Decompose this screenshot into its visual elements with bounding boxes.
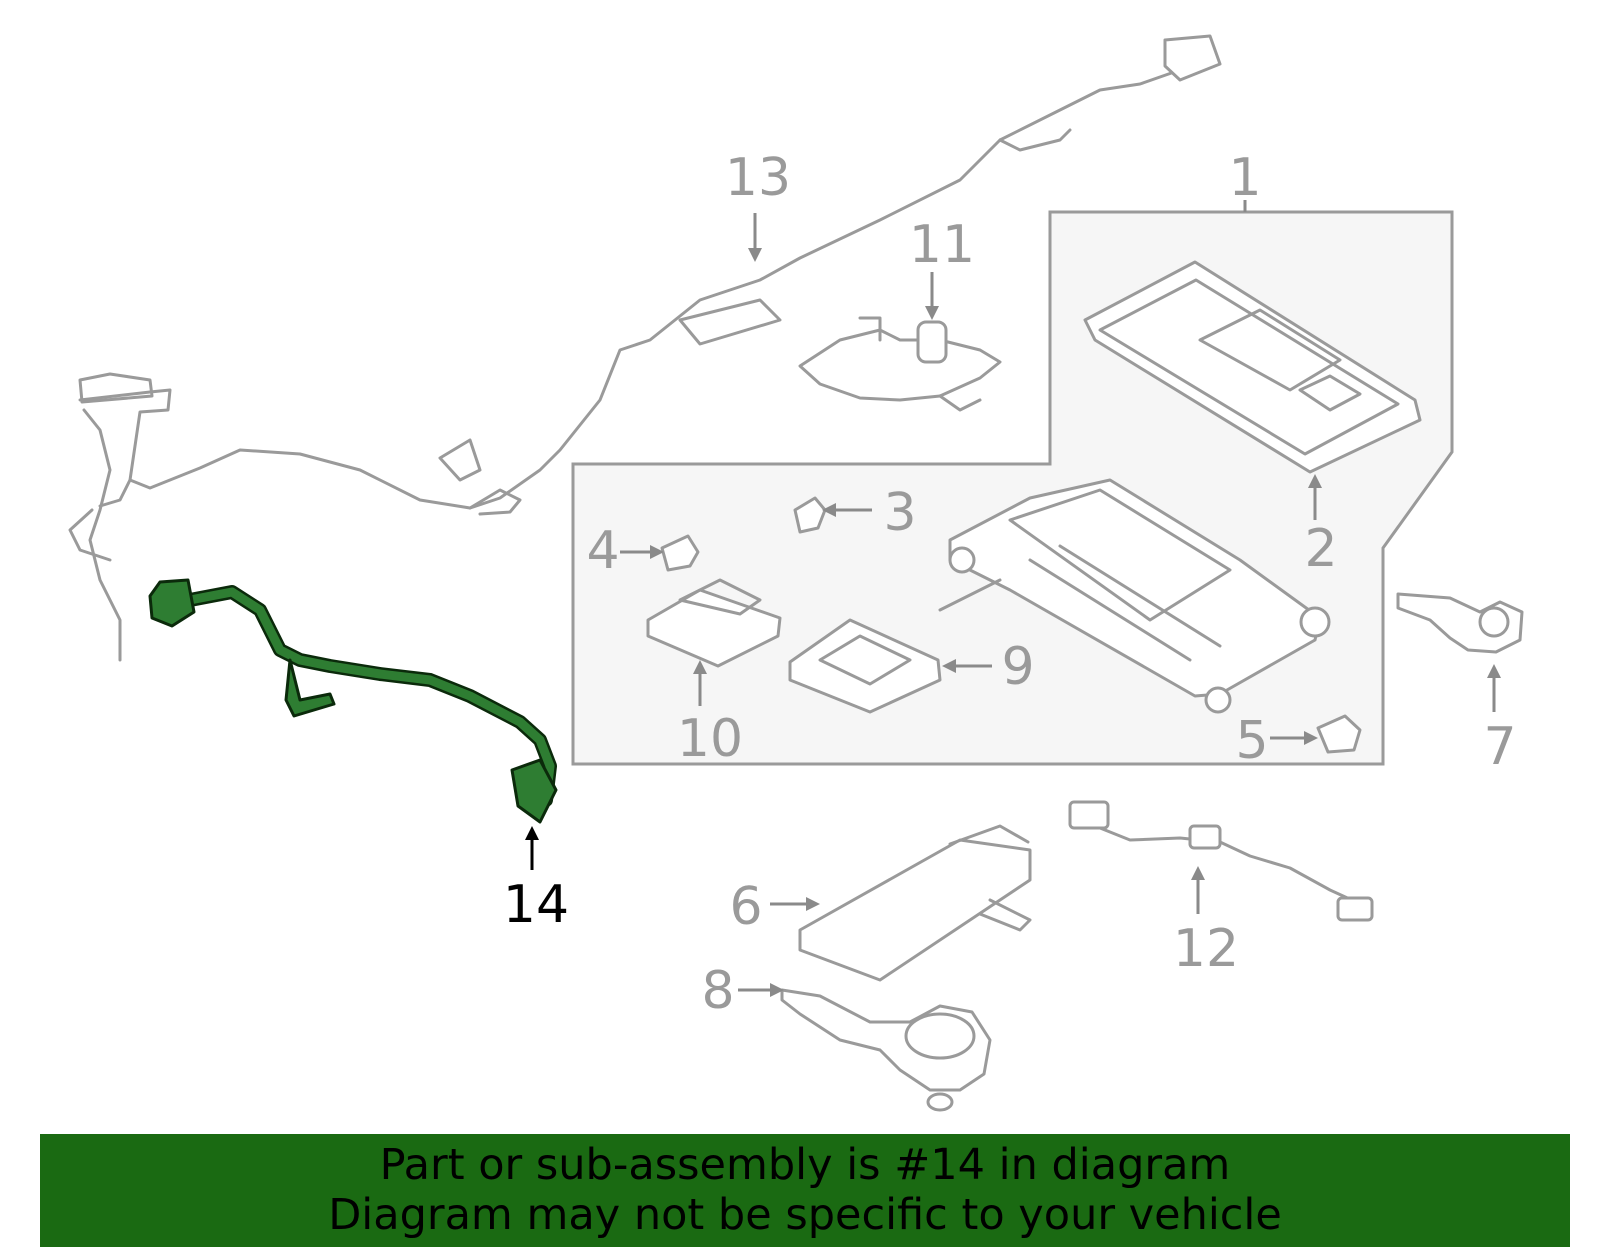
arrowhead-13	[748, 248, 762, 262]
harness-11[interactable]	[798, 316, 1002, 412]
arrowhead-12	[1191, 866, 1205, 880]
module-10[interactable]	[646, 578, 782, 668]
mount-8[interactable]	[780, 988, 992, 1112]
callout-11: 11	[909, 215, 975, 275]
battery-pack[interactable]	[938, 478, 1331, 714]
callout-13: 13	[725, 148, 791, 208]
info-banner: Part or sub-assembly is #14 in diagram D…	[40, 1134, 1570, 1247]
harness-13[interactable]	[68, 34, 1222, 662]
arrowhead-6	[806, 897, 820, 911]
callout-12: 12	[1173, 919, 1239, 979]
parts-diagram: 1 2 3 4 5 6 7 8 9 10 11 12 13 14	[68, 34, 1524, 1112]
arrowhead-3	[822, 503, 836, 517]
callout-7: 7	[1483, 717, 1516, 777]
clip-3[interactable]	[793, 496, 827, 534]
callout-10: 10	[677, 709, 743, 769]
arrowhead-5	[1304, 731, 1318, 745]
callout-14: 14	[503, 875, 569, 935]
callout-5: 5	[1235, 711, 1268, 771]
callout-9: 9	[1001, 637, 1034, 697]
arrowhead-10	[693, 660, 707, 674]
arrowhead-8	[770, 983, 784, 997]
battery-cover-2[interactable]	[1083, 260, 1422, 474]
arrowhead-4	[650, 545, 664, 559]
clip-4[interactable]	[660, 534, 700, 572]
callout-8: 8	[701, 961, 734, 1021]
tray-9[interactable]	[788, 618, 942, 714]
callout-3: 3	[883, 483, 916, 543]
junction-box-6[interactable]	[798, 824, 1032, 982]
cable-14-highlighted[interactable]	[148, 578, 558, 824]
arrowhead-11	[925, 306, 939, 320]
banner-line-2: Diagram may not be specific to your vehi…	[328, 1190, 1282, 1240]
arrowhead-9	[942, 659, 956, 673]
arrowhead-2	[1308, 474, 1322, 488]
callout-2: 2	[1304, 519, 1337, 579]
banner-line-1: Part or sub-assembly is #14 in diagram	[379, 1140, 1231, 1190]
mount-7[interactable]	[1396, 592, 1524, 654]
arrowhead-7	[1487, 664, 1501, 678]
arrowhead-14	[525, 826, 539, 840]
callout-4: 4	[586, 521, 619, 581]
callout-1: 1	[1228, 148, 1261, 208]
callout-6: 6	[729, 877, 762, 937]
harness-12[interactable]	[1068, 800, 1374, 922]
plug-5[interactable]	[1316, 714, 1362, 754]
